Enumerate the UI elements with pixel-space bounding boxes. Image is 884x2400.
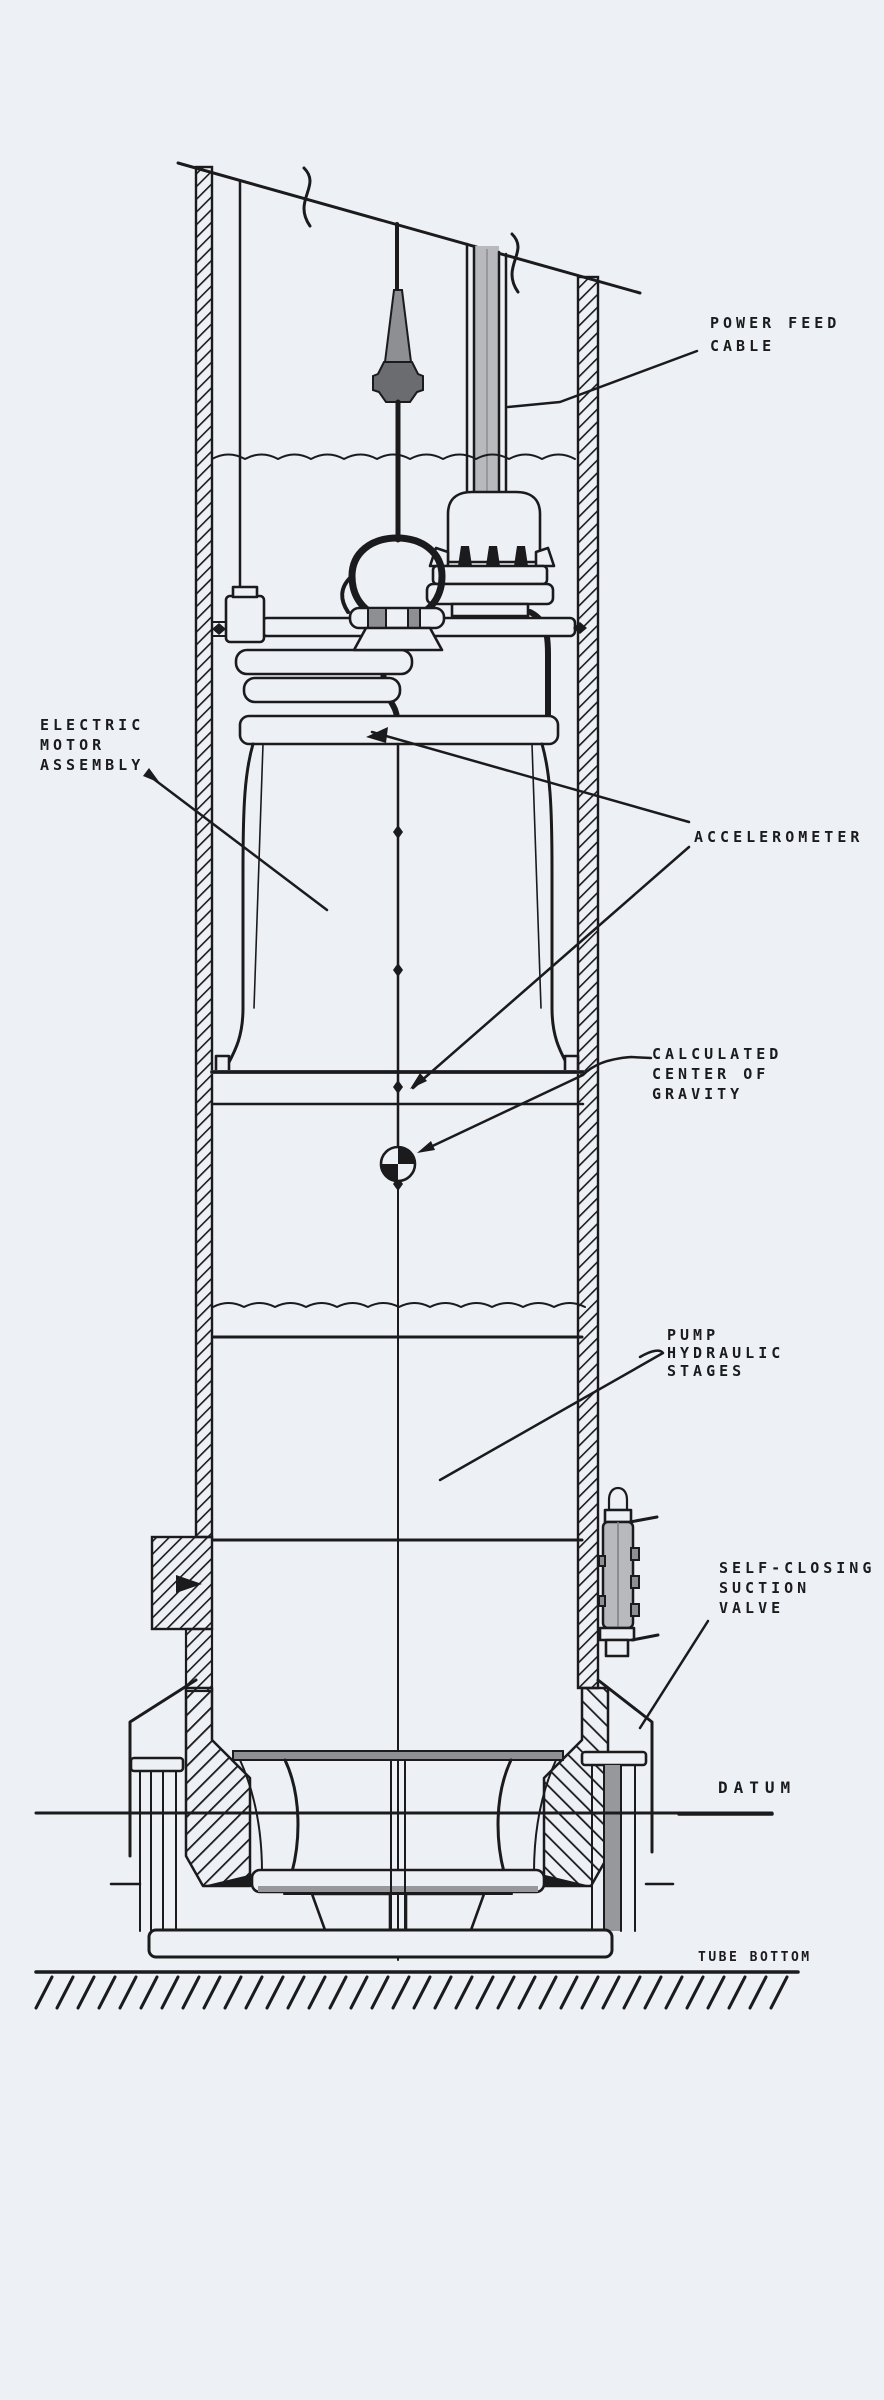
- motor-base-bolt: [563, 1054, 580, 1074]
- label-accelerometer: ACCELEROMETER: [694, 827, 863, 847]
- junction-fitting: [224, 594, 266, 644]
- label-self-closing-suction-valve: SELF-CLOSING SUCTION VALVE: [719, 1558, 875, 1618]
- accelerometer-marker: [393, 1080, 403, 1094]
- base-strut-right: [596, 1678, 654, 1854]
- base-leg-cap-left: [129, 1756, 185, 1773]
- leader-power-feed-cable: [506, 349, 699, 409]
- leader-accelerometer-upper: [370, 730, 691, 824]
- power-feed-cable-bundle: [465, 242, 508, 500]
- leader-suction-valve: [638, 1619, 710, 1730]
- leader-electric-motor: [149, 775, 329, 912]
- label-electric-motor-assembly: ELECTRIC MOTOR ASSEMBLY: [40, 715, 144, 775]
- accelerometer-marker: [393, 825, 403, 839]
- lifting-shackle: [340, 534, 446, 652]
- base-plate: [147, 1928, 614, 1959]
- wall-tie-marker: [573, 622, 587, 634]
- motor-top-manifold: [211, 585, 587, 746]
- label-line: VALVE: [719, 1599, 785, 1617]
- base-leg-cap-right: [580, 1750, 648, 1767]
- wall-tie-marker: [212, 623, 226, 635]
- break-squiggle: [510, 232, 520, 294]
- label-line: MOTOR: [40, 736, 106, 754]
- ground-hatch: [34, 1970, 800, 2010]
- label-datum: DATUM: [718, 1778, 796, 1798]
- break-squiggle: [302, 166, 312, 228]
- pump-shaft: [390, 1759, 406, 1932]
- label-line: SUCTION: [719, 1579, 811, 1597]
- pump-break-wave: [212, 1302, 586, 1308]
- label-line: HYDRAULIC: [667, 1344, 785, 1362]
- datum-line: [34, 1811, 774, 1816]
- label-calculated-center-of-gravity: CALCULATED CENTER OF GRAVITY: [652, 1044, 782, 1104]
- leader-arrow: [417, 1141, 435, 1153]
- base-casting-left: [184, 1686, 252, 1888]
- label-line: ELECTRIC: [40, 716, 145, 734]
- pedestal: [404, 1892, 486, 1932]
- leader-arrow: [143, 768, 160, 783]
- intake-bell: [283, 1758, 300, 1874]
- label-line: PUMP: [667, 1326, 720, 1344]
- intake-bell: [496, 1758, 513, 1874]
- tube-break-top: [176, 161, 642, 295]
- cg-symbol: [379, 1145, 417, 1183]
- suction-valve: [598, 1486, 660, 1658]
- leader-accelerometer-lower: [411, 845, 691, 1090]
- label-line: DATUM: [718, 1778, 797, 1797]
- intake-plate: [232, 1750, 564, 1761]
- leader-arrow: [366, 727, 388, 743]
- accelerometer-cable: [393, 742, 403, 1961]
- lifting-cable-connector: [372, 222, 424, 543]
- leader-pump-stages: [438, 1349, 665, 1482]
- label-line: CABLE: [710, 337, 776, 355]
- label-line: ACCELEROMETER: [694, 828, 864, 846]
- leader-cg: [422, 1055, 653, 1152]
- tube-wall-left: [150, 165, 214, 1693]
- label-line: POWER FEED: [710, 314, 841, 332]
- label-line: CALCULATED: [652, 1045, 783, 1063]
- pedestal: [310, 1892, 392, 1932]
- base-casting-right: [542, 1686, 610, 1888]
- label-pump-hydraulic-stages: PUMP HYDRAULIC STAGES: [667, 1326, 784, 1380]
- leader-lines: [143, 349, 710, 1730]
- label-tube-bottom: TUBE BOTTOM: [698, 1948, 812, 1968]
- motor-cable-head: [425, 490, 556, 719]
- label-line: STAGES: [667, 1362, 746, 1380]
- accelerometer-marker: [393, 963, 403, 977]
- label-line: SELF-CLOSING: [719, 1559, 876, 1577]
- leader-arrow: [410, 1073, 427, 1089]
- label-line: GRAVITY: [652, 1085, 744, 1103]
- motor-base-bolt: [214, 1054, 231, 1074]
- label-line: ASSEMBLY: [40, 756, 145, 774]
- water-line: [211, 453, 576, 460]
- label-power-feed-cable: POWER FEED CABLE: [710, 312, 840, 358]
- label-line: TUBE BOTTOM: [698, 1950, 812, 1965]
- base-strut-left: [128, 1678, 198, 1858]
- base-assembly: [109, 1678, 675, 1959]
- label-line: CENTER OF: [652, 1065, 770, 1083]
- tube-wall-right: [576, 275, 600, 1690]
- pump-body: [211, 1302, 586, 1542]
